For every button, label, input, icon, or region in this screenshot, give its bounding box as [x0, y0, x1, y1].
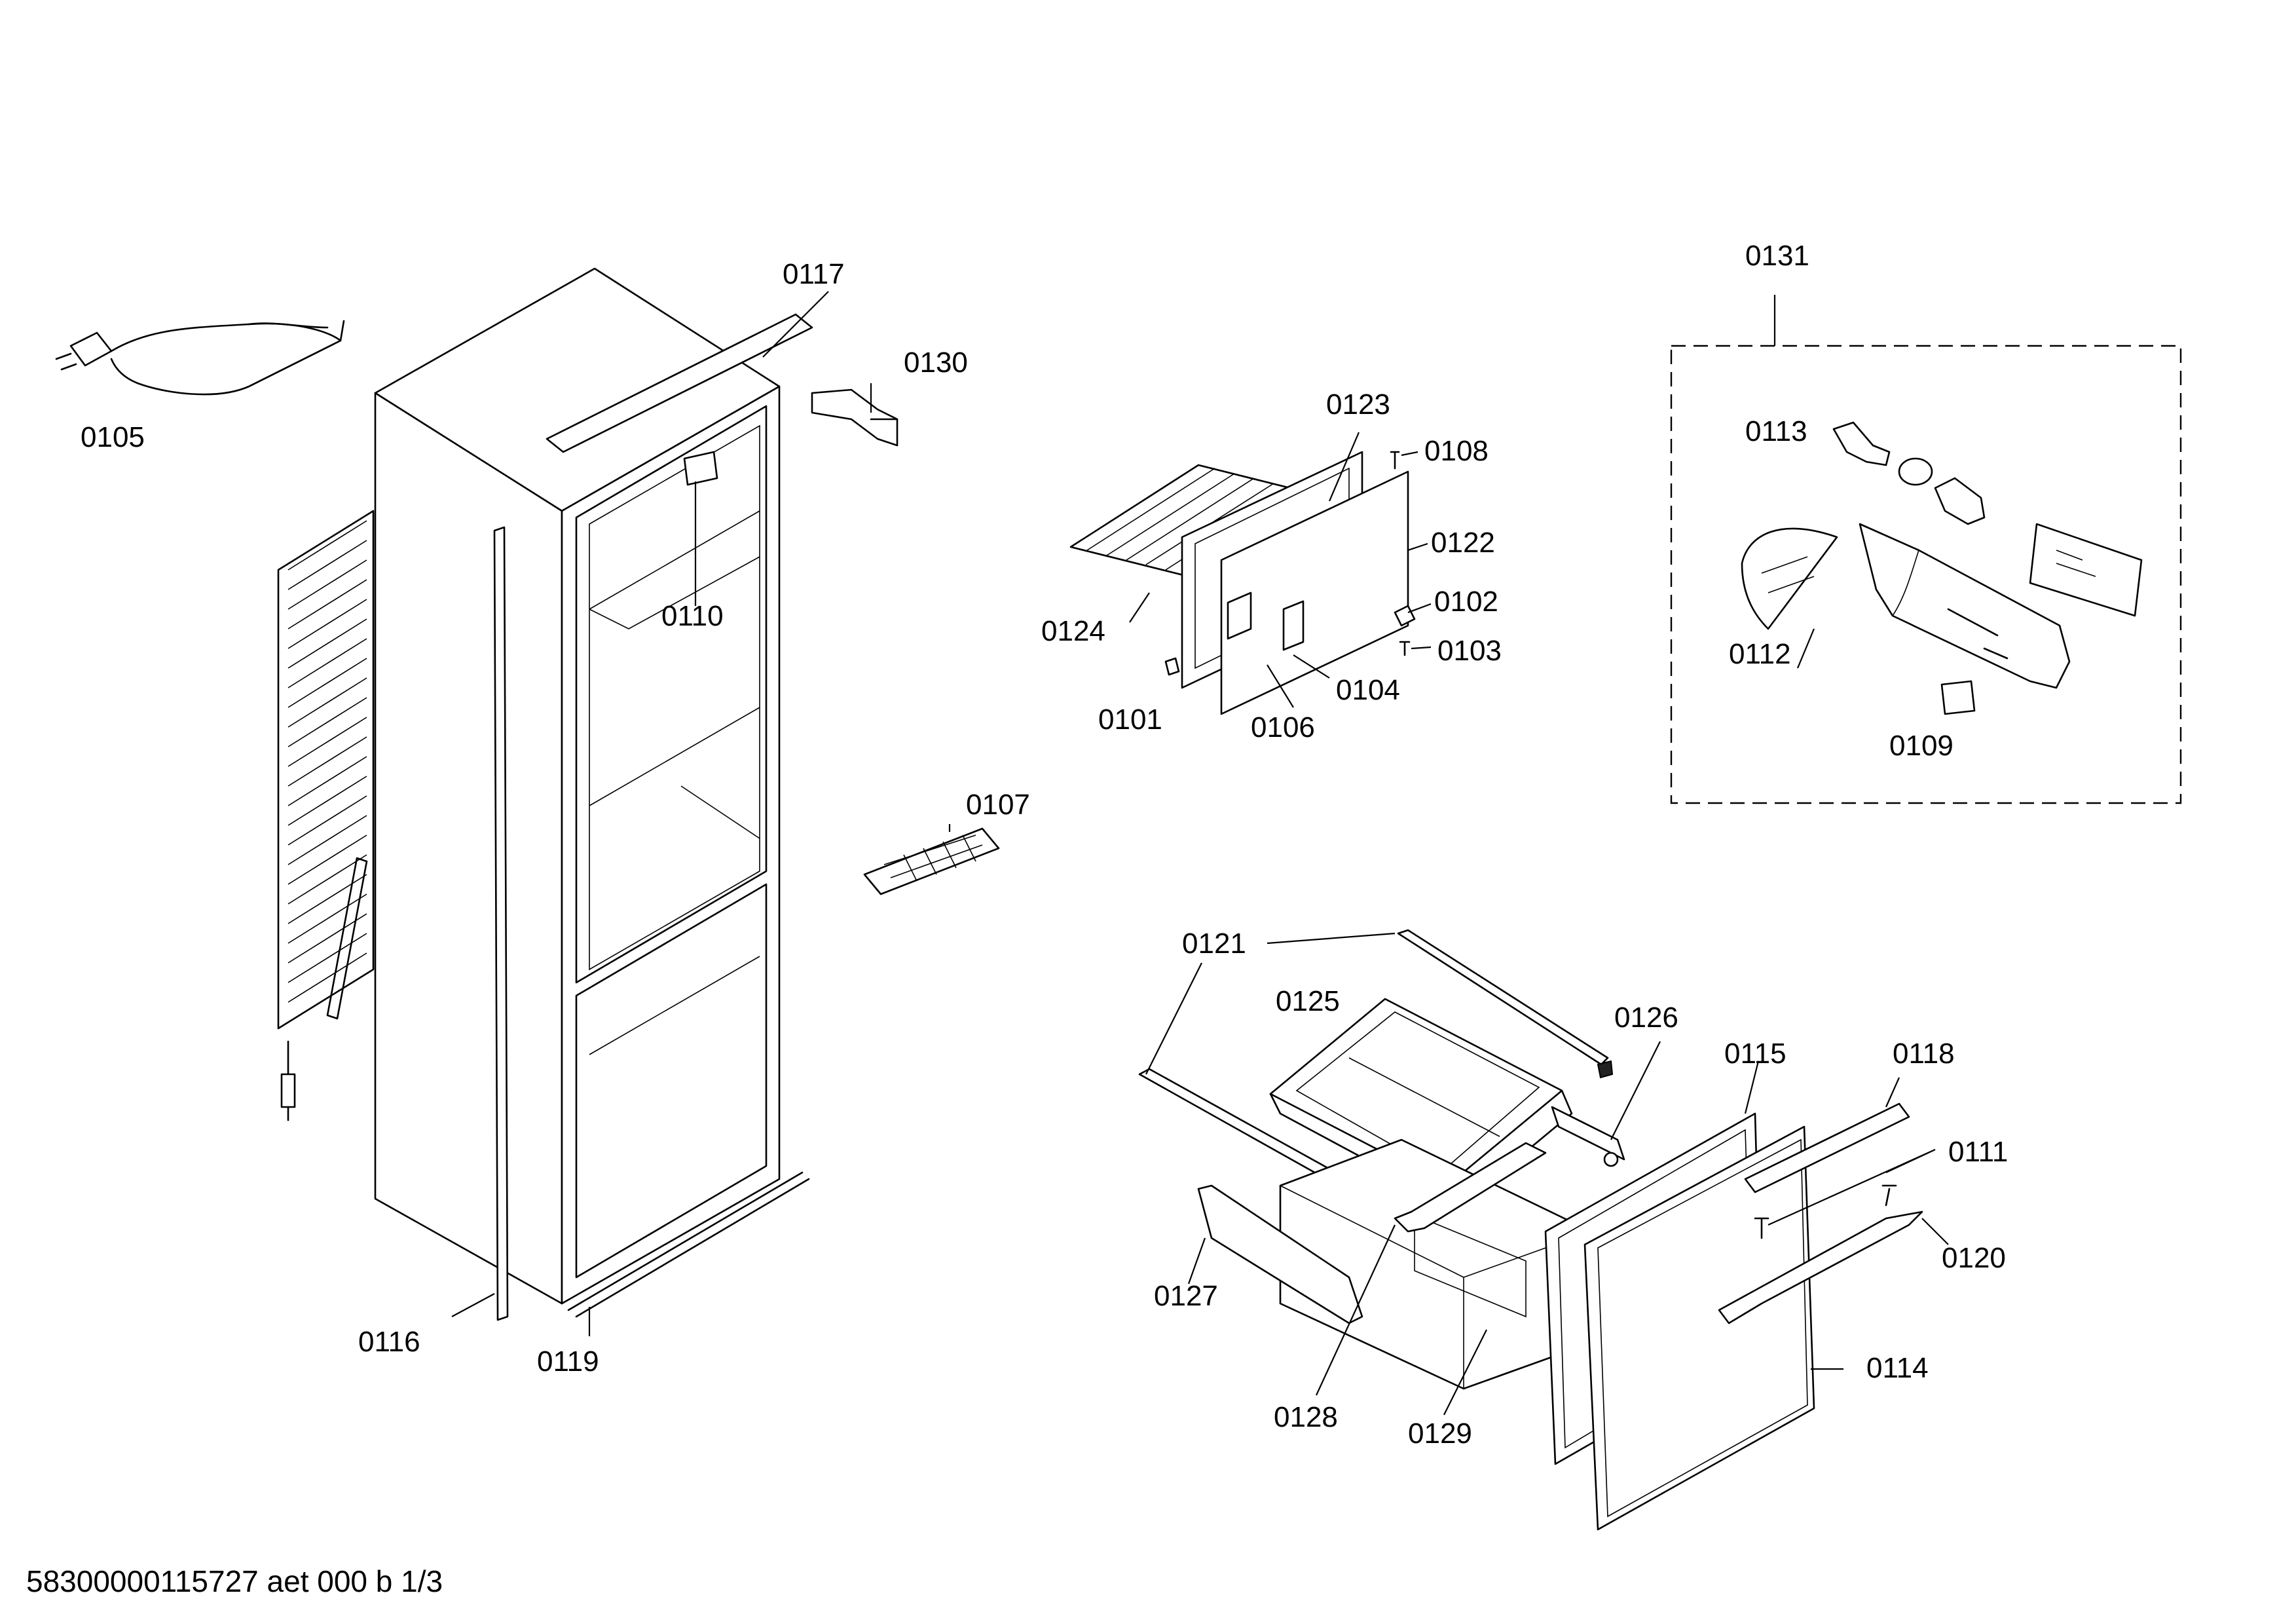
label-0121: 0121	[1182, 928, 1246, 960]
lamp-thermostat-kit-part	[1670, 345, 2182, 804]
label-0105: 0105	[81, 421, 145, 453]
drawer-assembly-part	[1138, 929, 1625, 1390]
label-0108: 0108	[1424, 435, 1489, 467]
label-0115: 0115	[1724, 1038, 1787, 1070]
label-0129: 0129	[1408, 1417, 1472, 1450]
label-0101: 0101	[1098, 704, 1162, 736]
fridge-cabinet-part	[374, 267, 813, 1321]
lower-door-part	[1544, 1102, 1923, 1531]
label-0131: 0131	[1745, 240, 1809, 272]
label-0123: 0123	[1326, 388, 1390, 421]
part-labels: 0117 0130 0105 0110 0123 0108 0122 0102 …	[81, 240, 2008, 1450]
label-0125: 0125	[1276, 985, 1340, 1017]
label-0120: 0120	[1942, 1242, 2006, 1274]
footer-code: 58300000115727 aet 000 b 1/3	[26, 1564, 443, 1598]
label-0130: 0130	[904, 347, 968, 379]
label-0126: 0126	[1614, 1002, 1678, 1034]
label-0103: 0103	[1437, 635, 1502, 667]
label-0116: 0116	[358, 1326, 420, 1358]
label-0124: 0124	[1041, 615, 1105, 647]
label-0118: 0118	[1893, 1038, 1955, 1070]
label-0102: 0102	[1434, 586, 1498, 618]
label-0109: 0109	[1889, 730, 1953, 762]
label-0117: 0117	[783, 258, 845, 290]
power-cord-part	[55, 320, 345, 396]
hinge-bracket-part	[811, 388, 898, 447]
label-0104: 0104	[1336, 674, 1400, 706]
label-0107: 0107	[966, 789, 1030, 821]
ice-tray-part	[863, 827, 1000, 895]
label-0113: 0113	[1745, 415, 1807, 447]
label-0122: 0122	[1431, 527, 1495, 559]
label-0112: 0112	[1729, 638, 1791, 670]
freezer-compartment-door-part	[1069, 451, 1416, 715]
label-0128: 0128	[1274, 1401, 1338, 1433]
leader-lines	[451, 291, 1949, 1416]
label-0106: 0106	[1251, 711, 1315, 743]
label-0127: 0127	[1154, 1280, 1218, 1312]
condenser-part	[277, 510, 375, 1121]
label-0111: 0111	[1948, 1136, 2008, 1168]
label-0119: 0119	[537, 1345, 599, 1378]
label-0110: 0110	[661, 600, 724, 632]
label-0114: 0114	[1866, 1352, 1929, 1384]
